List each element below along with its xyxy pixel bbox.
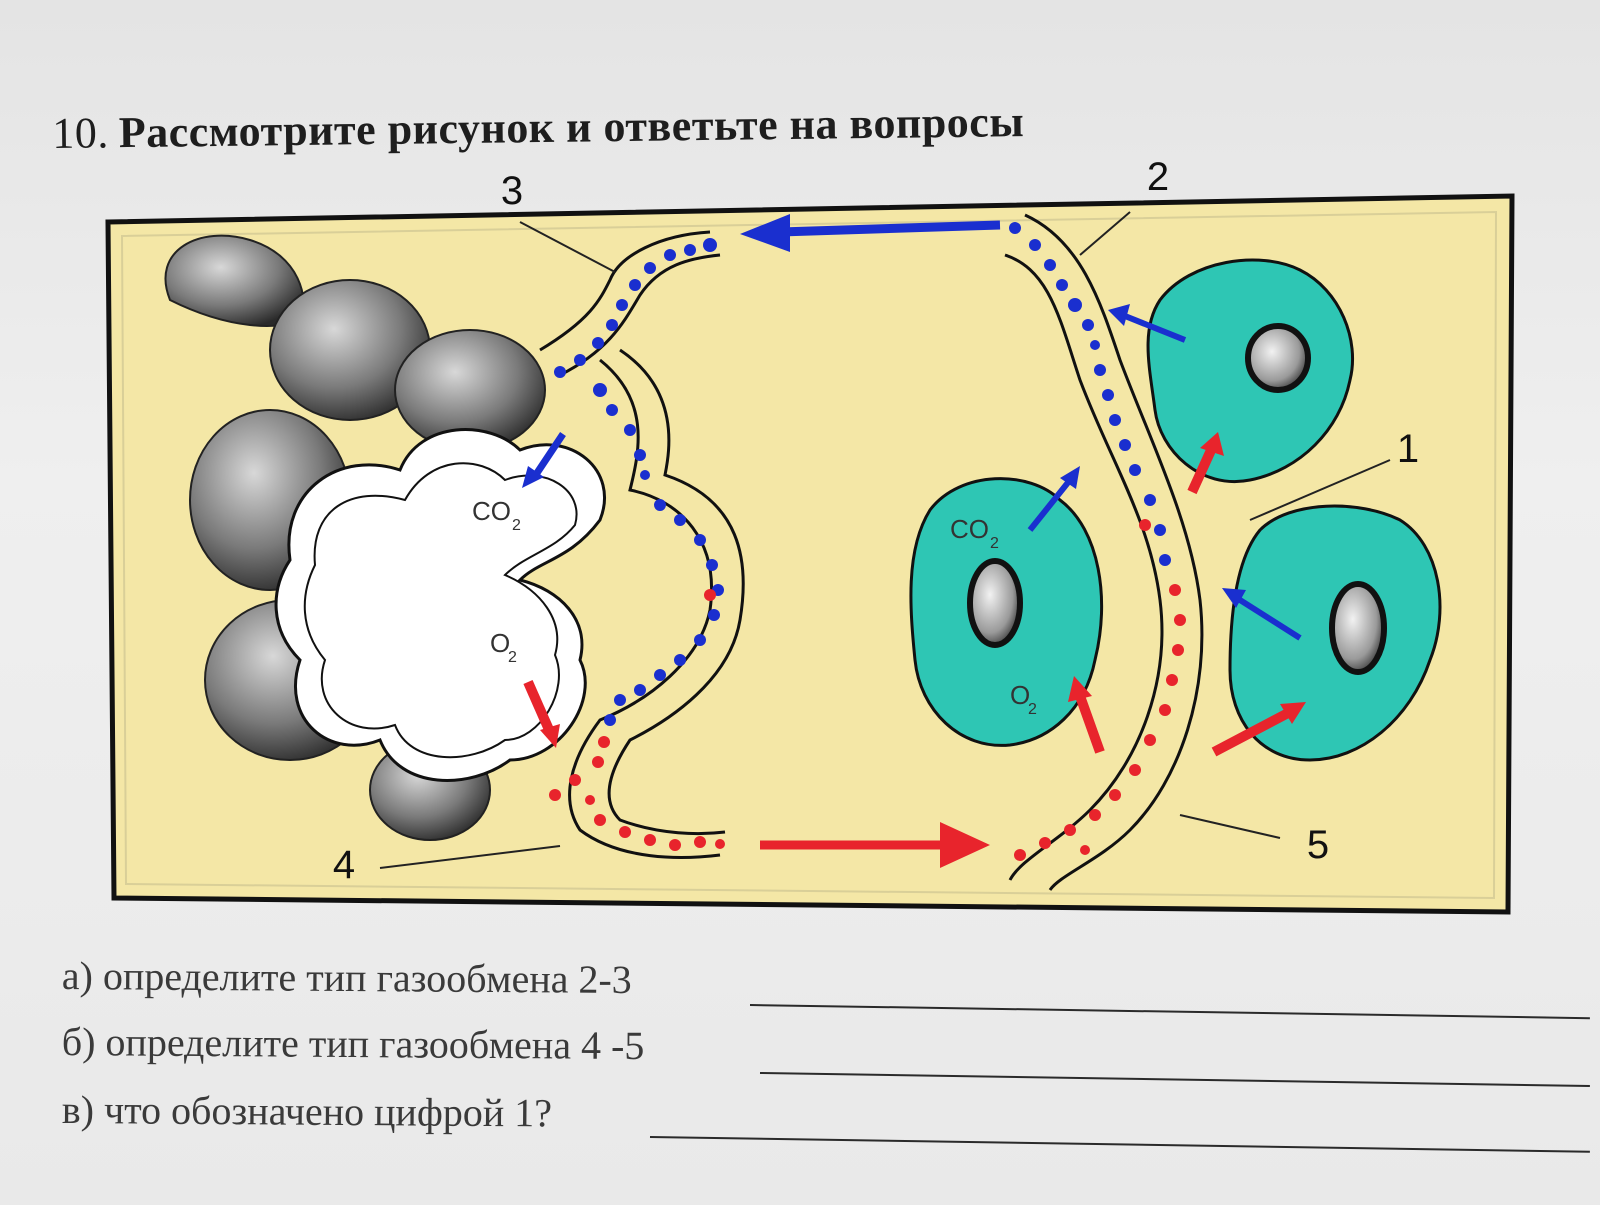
lung-o2-subscript: 2 bbox=[508, 649, 517, 666]
label-5: 5 bbox=[1307, 823, 1329, 867]
label-3: 3 bbox=[501, 169, 523, 213]
question-c: в) что обозначено цифрой 1? bbox=[62, 1086, 552, 1136]
question-b-text: определите тип газообмена 4 -5 bbox=[105, 1018, 644, 1069]
label-2: 2 bbox=[1147, 155, 1169, 199]
question-a-text: определите тип газообмена 2-3 bbox=[103, 952, 632, 1003]
tissue-o2-subscript: 2 bbox=[1028, 701, 1037, 718]
tissue-co2-label: CO bbox=[950, 514, 989, 544]
question-a: а) определите тип газообмена 2-3 bbox=[62, 952, 632, 1003]
question-c-text: что обозначено цифрой 1? bbox=[104, 1086, 552, 1136]
tissue-cell-left bbox=[911, 479, 1102, 746]
lung-co2-label: CO bbox=[472, 496, 511, 526]
question-a-letter: а) bbox=[62, 952, 93, 999]
question-b-letter: б) bbox=[62, 1018, 96, 1065]
question-c-letter: в) bbox=[62, 1086, 95, 1133]
tissue-co2-subscript: 2 bbox=[990, 535, 999, 552]
label-1: 1 bbox=[1397, 427, 1419, 471]
question-b: б) определите тип газообмена 4 -5 bbox=[62, 1018, 645, 1069]
label-4: 4 bbox=[333, 843, 355, 887]
lung-co2-subscript: 2 bbox=[512, 517, 521, 534]
